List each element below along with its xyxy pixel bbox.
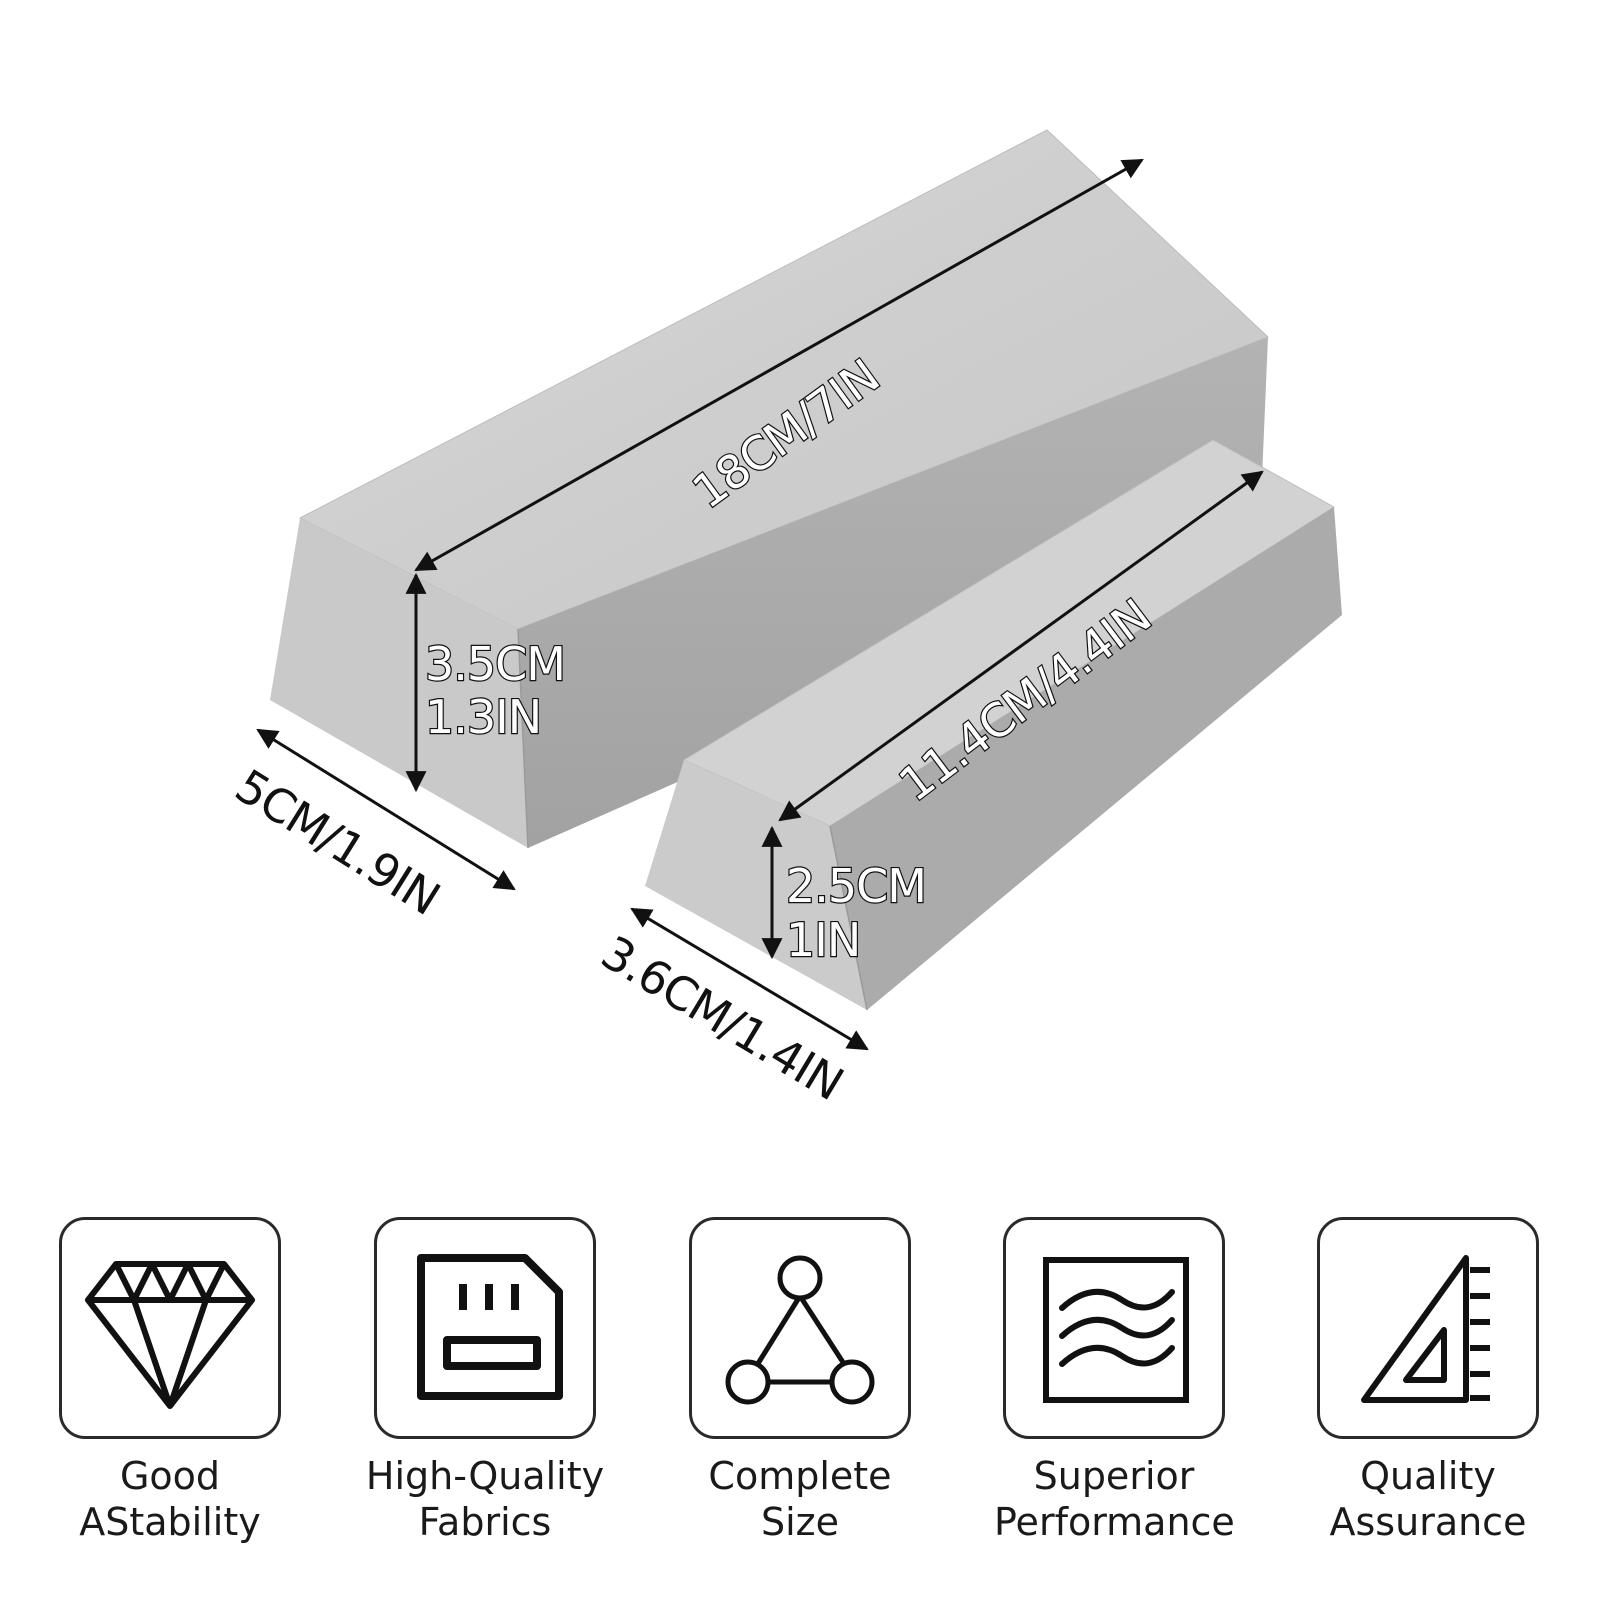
large-width-arrow (256, 728, 516, 891)
small-length-arrow (778, 470, 1264, 822)
feature-label-line1: Complete (708, 1454, 892, 1498)
feature-label-line1: Quality (1360, 1454, 1496, 1498)
feature-icon-box (1003, 1217, 1225, 1439)
feature-label-line1: Superior (1033, 1454, 1195, 1498)
sd-card-icon (417, 1254, 563, 1400)
feature-quality-assurance: Quality Assurance (1308, 1217, 1548, 1545)
feature-label-line2: AStability (79, 1500, 261, 1544)
feature-label-line1: High-Quality (365, 1454, 605, 1498)
small-height-in-label: 1IN (786, 913, 860, 967)
triangle-nodes-icon (725, 1255, 875, 1405)
large-height-cm-label: 3.5CM (425, 637, 565, 691)
large-length-arrow (414, 158, 1144, 572)
large-height-in-label: 1.3IN (425, 690, 541, 744)
small-width-arrow (630, 907, 869, 1051)
feature-icon-box (59, 1217, 281, 1439)
feature-complete-size: Complete Size (680, 1217, 920, 1545)
feature-label-line2: Assurance (1329, 1500, 1527, 1544)
feature-superior-performance: Superior Performance (994, 1217, 1235, 1545)
feature-label-line2: Size (760, 1500, 839, 1544)
waves-icon (1043, 1257, 1189, 1403)
feature-label-line2: Fabrics (418, 1500, 552, 1544)
feature-icon-box (1317, 1217, 1539, 1439)
diamond-icon (85, 1261, 255, 1409)
set-square-ruler-icon (1361, 1255, 1490, 1403)
feature-label-line1: Good (119, 1454, 221, 1498)
feature-high-quality-fabrics: High-Quality Fabrics (365, 1217, 605, 1545)
small-height-cm-label: 2.5CM (786, 859, 926, 913)
feature-icon-box (374, 1217, 596, 1439)
feature-icon-box (689, 1217, 911, 1439)
feature-label-line2: Performance (994, 1500, 1235, 1544)
feature-good-stability: Good AStability (50, 1217, 290, 1545)
